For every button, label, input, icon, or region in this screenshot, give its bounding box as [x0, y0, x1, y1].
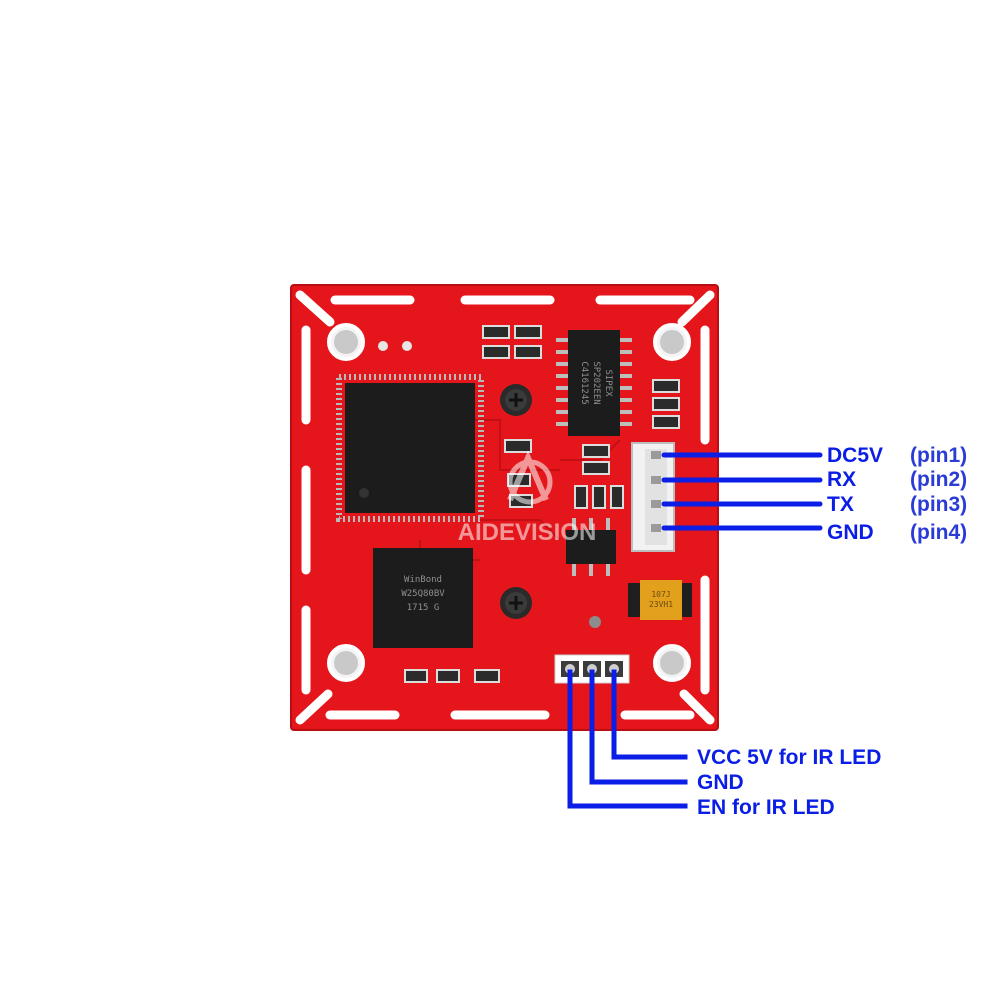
ir-vcc-label: VCC 5V for IR LED — [697, 746, 881, 769]
flash-chip-line-1: WinBond — [404, 575, 442, 585]
interface-chip-line-1: SIPEX — [603, 369, 613, 397]
capacitor-line-1: 107J — [651, 590, 670, 599]
test-pads — [378, 341, 601, 628]
uart-wires — [661, 452, 823, 531]
watermark-text: AIDEVISION — [458, 519, 597, 546]
uart-pin-labels: DC5V (pin1) RX (pin2) TX (pin3) GND (pin… — [827, 444, 967, 544]
flash-chip-line-3: 1715 G — [407, 603, 440, 613]
processor-chip — [336, 374, 484, 522]
flash-chip-line-2: W25Q80BV — [401, 589, 445, 599]
ir-wires — [567, 669, 688, 809]
silkscreen-frame — [295, 290, 715, 725]
capacitor-line-2: 23VH1 — [649, 600, 673, 609]
flash-chip: WinBond W25Q80BV 1715 G — [373, 548, 473, 648]
screws — [500, 384, 532, 619]
watermark: AIDEVISION — [458, 450, 597, 546]
tantalum-capacitor: 107J 23VH1 — [628, 580, 692, 620]
uart-pin4-name: GND — [827, 521, 874, 544]
pcb-board: WinBond W25Q80BV 1715 G SIPEX SP202EEN C… — [290, 284, 719, 731]
ir-pin-labels: VCC 5V for IR LED GND EN for IR LED — [697, 746, 881, 819]
uart-pin3-number: (pin3) — [910, 493, 967, 516]
uart-connector — [631, 442, 675, 552]
mounting-holes — [327, 323, 691, 682]
uart-pin2-number: (pin2) — [910, 468, 967, 491]
uart-pin1-number: (pin1) — [910, 444, 967, 467]
ir-en-label: EN for IR LED — [697, 796, 835, 819]
uart-pin4-number: (pin4) — [910, 521, 967, 544]
uart-pin2-name: RX — [827, 468, 856, 491]
ir-gnd-label: GND — [697, 771, 744, 794]
uart-pin3-name: TX — [827, 493, 854, 516]
interface-chip: SIPEX SP202EEN C4161245 — [556, 330, 632, 436]
interface-chip-line-3: C4161245 — [579, 361, 589, 404]
uart-connector-pins — [651, 451, 661, 532]
small-chip — [566, 518, 616, 576]
interface-chip-line-2: SP202EEN — [591, 361, 601, 404]
uart-pin1-name: DC5V — [827, 444, 883, 467]
